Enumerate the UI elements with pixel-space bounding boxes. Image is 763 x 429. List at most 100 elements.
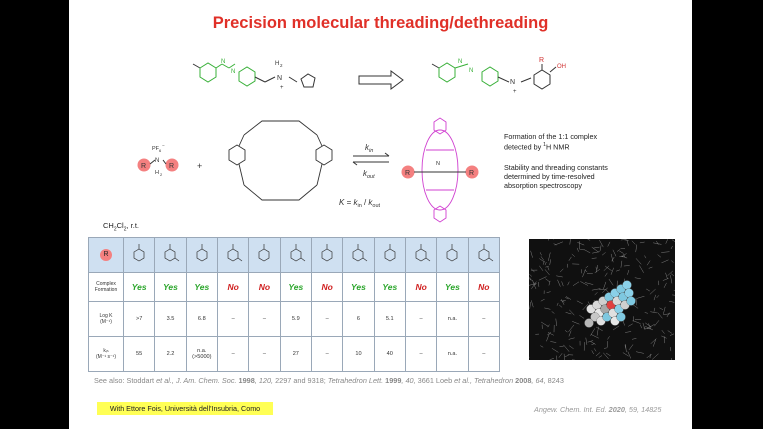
substituent-structure-icon [384, 243, 396, 262]
solvent-conditions: CH2Cl2, r.t. [103, 221, 140, 233]
kin-cell: 27 [279, 336, 312, 372]
logk-cell: >7 [122, 301, 156, 337]
formation-cell: Yes [185, 272, 218, 302]
substituent-structure-icon [290, 243, 306, 262]
kin-cell: – [467, 336, 501, 372]
substituent-structure-icon [353, 243, 368, 262]
kin-cell: – [216, 336, 250, 372]
header-substituent-cell [154, 237, 187, 273]
substituent-structure-icon [321, 243, 333, 262]
axle-r-right: R [169, 163, 174, 170]
ammonium-h-sub: 2 [280, 63, 283, 68]
k-in-label: kin [365, 143, 373, 154]
header-substituent-cell [185, 237, 218, 273]
kin-cell: 55 [122, 336, 156, 372]
substituent-structure-icon [447, 243, 458, 262]
citation: Angew. Chem. Int. Ed. 2020, 59, 14825 [534, 405, 662, 414]
logk-cell: – [248, 301, 281, 337]
axle-product [431, 62, 557, 90]
pf6-sup: − [162, 143, 165, 148]
ammonium-plus: + [280, 85, 284, 91]
formation-cell: Yes [279, 272, 312, 302]
logk-cell: – [404, 301, 438, 337]
k-out-label: kout [363, 169, 375, 180]
hydroxyl-label: OH [557, 64, 566, 70]
top-scheme: N N H 2 N + N N N + R OH [137, 57, 566, 223]
row-label-kin: kᵢₙ(M⁻¹ s⁻¹) [88, 336, 124, 372]
complex-axle [401, 165, 479, 179]
axle-h: H [155, 170, 159, 176]
logk-cell: 3.5 [154, 301, 187, 337]
pf6-sub: 6 [159, 148, 162, 153]
slide: Precision molecular threading/dethreadin… [69, 0, 692, 429]
formation-cell: No [467, 272, 501, 302]
molecular-model-image [529, 239, 675, 360]
formation-cell: No [216, 272, 250, 302]
formation-cell: No [404, 272, 438, 302]
logk-cell: – [467, 301, 501, 337]
logk-cell: – [216, 301, 250, 337]
see-also-references: See also: Stoddart et al., J. Am. Chem. … [94, 376, 564, 385]
header-substituent-cell [310, 237, 344, 273]
equilibrium-arrows-icon [352, 152, 390, 166]
complex-n: N [436, 161, 440, 167]
logk-cell: n.a. [436, 301, 469, 337]
kin-cell: 10 [342, 336, 375, 372]
formation-cell: Yes [122, 272, 156, 302]
formation-cell: No [310, 272, 344, 302]
kin-cell: – [404, 336, 438, 372]
ammonium-n-product: N [510, 79, 515, 86]
r-group-icon: R [100, 249, 112, 261]
substituent-structure-icon [478, 243, 494, 262]
complex-r-right: R [469, 170, 474, 177]
axle-n: N [155, 158, 159, 164]
table-header-row: R [88, 237, 501, 273]
header-substituent-cell [404, 237, 438, 273]
formation-cell: Yes [436, 272, 469, 302]
azo-n4: N [469, 68, 473, 74]
substituent-structure-icon [259, 243, 270, 262]
axle-r-left: R [141, 163, 146, 170]
formation-cell: Yes [154, 272, 187, 302]
kin-cell: – [310, 336, 344, 372]
complex-formation-note: Formation of the 1:1 complex detected by… [504, 132, 598, 152]
header-substituent-cell [216, 237, 250, 273]
crown-ether-ring [228, 120, 333, 201]
ammonium-n: N [277, 75, 282, 82]
logk-cell: 6 [342, 301, 375, 337]
header-substituent-cell [373, 237, 406, 273]
slide-title: Precision molecular threading/dethreadin… [212, 14, 549, 32]
dibenzylammonium-axle [137, 158, 179, 172]
formation-cell: Yes [373, 272, 406, 302]
substituent-r: R [539, 57, 544, 64]
substituent-structure-icon [133, 243, 145, 262]
collaboration-note: With Ettore Fois, Università dell'Insubr… [97, 402, 273, 415]
azo-n3: N [458, 59, 462, 65]
kin-cell: – [248, 336, 281, 372]
substituent-structure-icon [415, 243, 431, 262]
kin-cell: 2.2 [154, 336, 187, 372]
logk-cell: 5.1 [373, 301, 406, 337]
substituent-structure-icon [165, 243, 180, 262]
axle-h-sub: 2 [160, 172, 163, 177]
stability-note: Stability and threading constants determ… [504, 163, 608, 190]
header-substituent-cell [342, 237, 375, 273]
complex-spacefill [584, 280, 636, 328]
header-r-cell: R [88, 237, 124, 273]
pseudorotaxane-complex [421, 117, 459, 223]
substituent-structure-icon [196, 243, 208, 262]
ammonium-h: H [275, 61, 279, 67]
azo-n1: N [221, 59, 225, 65]
azo-n2: N [231, 69, 235, 75]
header-substituent-cell [467, 237, 501, 273]
ammonium-plus-product: + [513, 89, 517, 95]
formation-cell: Yes [342, 272, 375, 302]
substituent-structure-icon [227, 243, 243, 262]
equilibrium-constant: K = kin / kout [339, 198, 381, 209]
kin-cell: n.a. [436, 336, 469, 372]
